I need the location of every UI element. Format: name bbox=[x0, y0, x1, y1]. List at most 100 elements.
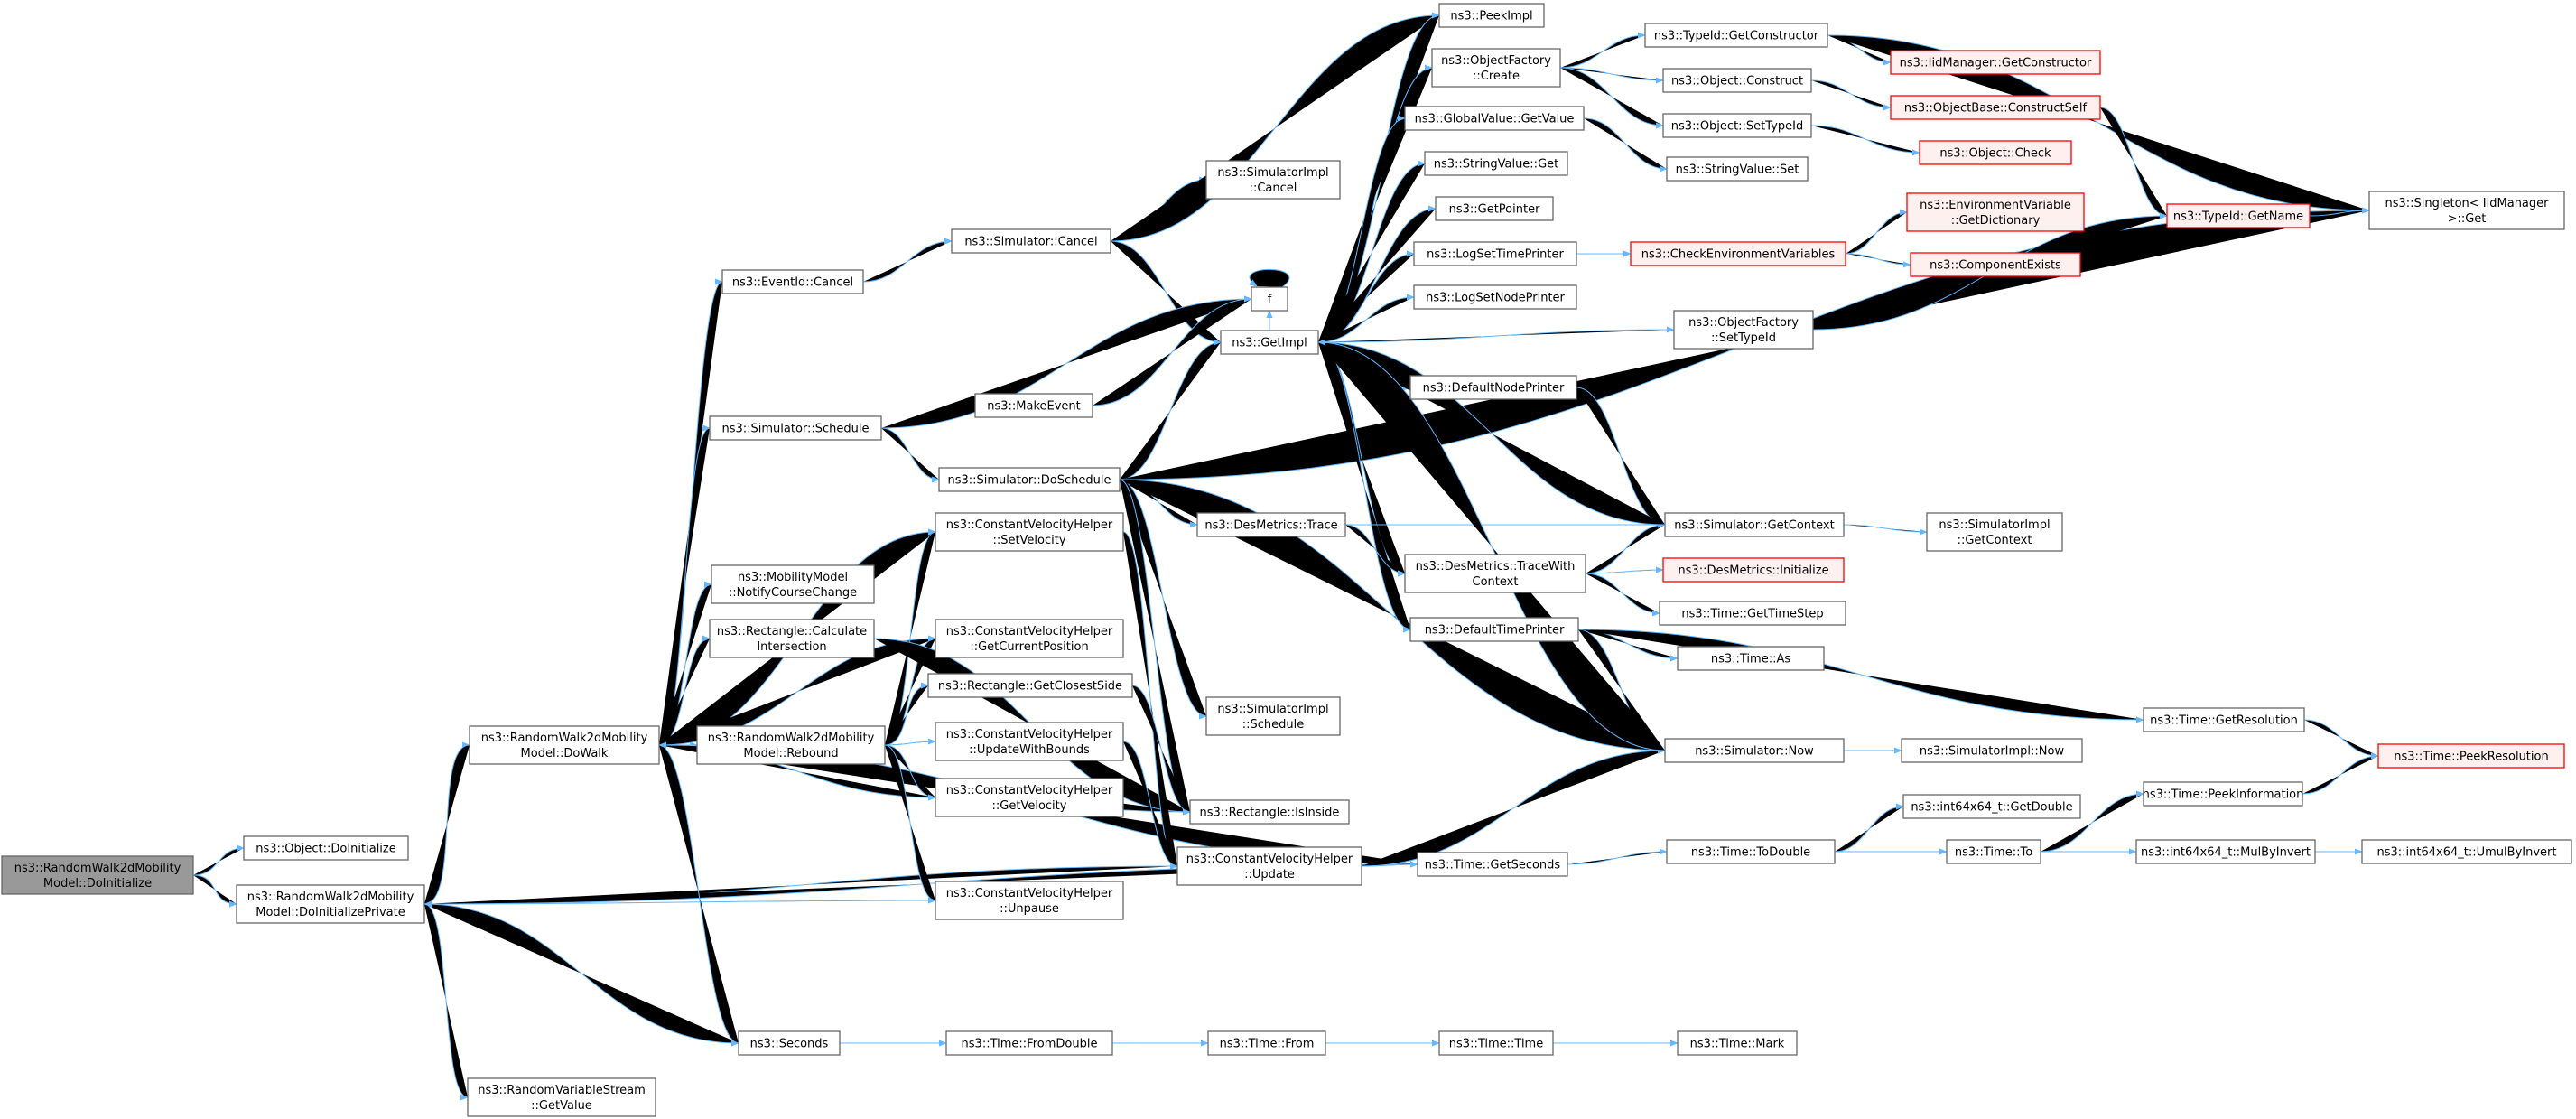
node-typeid-getname[interactable]: ns3::TypeId::GetName bbox=[2166, 203, 2311, 228]
node-box bbox=[1404, 106, 1585, 131]
node-typeid-getctor[interactable]: ns3::TypeId::GetConstructor bbox=[1644, 23, 1828, 48]
node-box bbox=[1662, 557, 1845, 583]
node-label: ns3::Singleton< IidManager bbox=[2385, 197, 2549, 210]
node-simimpl-cancel[interactable]: ns3::SimulatorImpl::Cancel bbox=[1205, 160, 1341, 200]
node-eventid-cancel[interactable]: ns3::EventId::Cancel bbox=[721, 269, 864, 294]
node-sv-get[interactable]: ns3::StringValue::Get bbox=[1424, 151, 1568, 176]
node-i64-mulbyinv[interactable]: ns3::int64x64_t::MulByInvert bbox=[2135, 839, 2316, 864]
edge-cvh-updbounds-to-cvh-update bbox=[1122, 741, 1178, 870]
node-box bbox=[1662, 113, 1812, 138]
node-getpointer[interactable]: ns3::GetPointer bbox=[1435, 196, 1554, 221]
node-sim-now[interactable]: ns3::Simulator::Now bbox=[1664, 738, 1845, 763]
node-obj-settypeid[interactable]: ns3::Object::SetTypeId bbox=[1662, 113, 1812, 138]
node-time-getres[interactable]: ns3::Time::GetResolution bbox=[2143, 707, 2305, 732]
edge-typeid-getctor-to-singleton-get bbox=[1827, 34, 2370, 214]
node-objfac-create[interactable]: ns3::ObjectFactory::Create bbox=[1431, 48, 1561, 88]
node-rect-isinside[interactable]: ns3::Rectangle::IsInside bbox=[1189, 799, 1350, 825]
node-label: ns3::GetImpl bbox=[1232, 337, 1307, 350]
node-time-gettimestep[interactable]: ns3::Time::GetTimeStep bbox=[1659, 601, 1846, 626]
node-box bbox=[696, 725, 886, 765]
node-time-mark[interactable]: ns3::Time::Mark bbox=[1677, 1030, 1798, 1056]
node-label: ns3::ConstantVelocityHelper bbox=[946, 887, 1113, 900]
node-cvh-getvel[interactable]: ns3::ConstantVelocityHelper::GetVelocity bbox=[935, 778, 1124, 817]
node-label: ::NotifyCourseChange bbox=[729, 586, 857, 600]
node-obj-doinit[interactable]: ns3::Object::DoInitialize bbox=[243, 835, 409, 861]
edge-sim-dosched-to-sim-now bbox=[1119, 479, 1666, 754]
node-time-peekinfo[interactable]: ns3::Time::PeekInformation bbox=[2143, 781, 2304, 807]
node-desm-init[interactable]: ns3::DesMetrics::Initialize bbox=[1662, 557, 1845, 583]
node-iidmgr-getctor[interactable]: ns3::IidManager::GetConstructor bbox=[1890, 50, 2101, 75]
node-time-peekres[interactable]: ns3::Time::PeekResolution bbox=[2377, 743, 2565, 769]
node-logsettime[interactable]: ns3::LogSetTimePrinter bbox=[1413, 241, 1577, 266]
node-getimpl[interactable]: ns3::GetImpl bbox=[1220, 330, 1319, 355]
node-cvh-getpos[interactable]: ns3::ConstantVelocityHelper::GetCurrentP… bbox=[935, 619, 1124, 658]
node-obj-construct[interactable]: ns3::Object::Construct bbox=[1662, 68, 1812, 93]
edge-dowalk-to-sim-schedule bbox=[658, 424, 711, 746]
node-box bbox=[1424, 151, 1568, 176]
node-envvar-getdict[interactable]: ns3::EnvironmentVariable::GetDictionary bbox=[1906, 192, 2085, 232]
node-defnodeprinter[interactable]: ns3::DefaultNodePrinter bbox=[1409, 375, 1577, 400]
node-gv-getvalue[interactable]: ns3::GlobalValue::GetValue bbox=[1404, 106, 1585, 131]
node-objfac-settypeid[interactable]: ns3::ObjectFactory::SetTypeId bbox=[1673, 310, 1814, 350]
node-objbase-cs[interactable]: ns3::ObjectBase::ConstructSelf bbox=[1890, 95, 2101, 120]
node-i64-umulbyinv[interactable]: ns3::int64x64_t::UmulByInvert bbox=[2361, 839, 2572, 864]
node-sim-getctx[interactable]: ns3::Simulator::GetContext bbox=[1664, 512, 1845, 537]
node-label: ns3::ConstantVelocityHelper bbox=[946, 784, 1113, 797]
node-cvh-setvel[interactable]: ns3::ConstantVelocityHelper::SetVelocity bbox=[935, 512, 1124, 552]
node-time-as[interactable]: ns3::Time::As bbox=[1677, 646, 1825, 671]
node-obj-check[interactable]: ns3::Object::Check bbox=[1919, 140, 2072, 165]
node-sv-set[interactable]: ns3::StringValue::Set bbox=[1666, 156, 1809, 182]
node-simimpl-now[interactable]: ns3::SimulatorImpl::Now bbox=[1901, 738, 2083, 763]
node-singleton-get[interactable]: ns3::Singleton< IidManager >::Get bbox=[2368, 191, 2565, 230]
node-deftimeprinter[interactable]: ns3::DefaultTimePrinter bbox=[1409, 617, 1579, 642]
node-time-getseconds[interactable]: ns3::Time::GetSeconds bbox=[1417, 852, 1568, 877]
node-compexists[interactable]: ns3::ComponentExists bbox=[1910, 252, 2081, 277]
node-label: ns3::Object::DoInitialize bbox=[256, 843, 396, 856]
node-root[interactable]: ns3::RandomWalk2dMobilityModel::DoInitia… bbox=[1, 855, 194, 895]
node-checkenv[interactable]: ns3::CheckEnvironmentVariables bbox=[1630, 241, 1846, 266]
edge-eventid-cancel-to-sim-cancel bbox=[862, 238, 953, 283]
node-seconds[interactable]: ns3::Seconds bbox=[738, 1030, 841, 1056]
node-label: ns3::Rectangle::GetClosestSide bbox=[938, 680, 1122, 694]
edge-obj-settypeid-to-obj-check bbox=[1810, 125, 1920, 156]
node-time-todouble[interactable]: ns3::Time::ToDouble bbox=[1666, 839, 1836, 864]
node-label: ::GetVelocity bbox=[992, 799, 1067, 813]
node-sim-schedule[interactable]: ns3::Simulator::Schedule bbox=[709, 415, 882, 441]
node-simimpl-sched[interactable]: ns3::SimulatorImpl::Schedule bbox=[1205, 696, 1341, 736]
edge-makeevent-to-f bbox=[1092, 295, 1252, 406]
node-box bbox=[1946, 839, 2041, 864]
node-cvh-unpause[interactable]: ns3::ConstantVelocityHelper::Unpause bbox=[935, 881, 1124, 920]
node-f[interactable]: f bbox=[1251, 286, 1288, 312]
node-rvs-getvalue[interactable]: ns3::RandomVariableStream::GetValue bbox=[467, 1077, 656, 1117]
node-time-time[interactable]: ns3::Time::Time bbox=[1438, 1030, 1554, 1056]
node-desm-trace[interactable]: ns3::DesMetrics::Trace bbox=[1196, 512, 1346, 537]
edge-sim-cancel-to-peekimpl bbox=[1110, 12, 1440, 242]
node-simimpl-getctx[interactable]: ns3::SimulatorImpl::GetContext bbox=[1926, 512, 2063, 552]
node-cvh-update[interactable]: ns3::ConstantVelocityHelper::Update bbox=[1176, 846, 1362, 886]
node-peekimpl[interactable]: ns3::PeekImpl bbox=[1438, 3, 1545, 28]
node-sim-cancel[interactable]: ns3::Simulator::Cancel bbox=[951, 228, 1111, 254]
node-notify[interactable]: ns3::MobilityModel::NotifyCourseChange bbox=[711, 564, 875, 604]
node-cvh-updbounds[interactable]: ns3::ConstantVelocityHelper::UpdateWithB… bbox=[935, 722, 1124, 761]
node-label: ns3::IidManager::GetConstructor bbox=[1900, 57, 2092, 70]
node-i64-getdouble[interactable]: ns3::int64x64_t::GetDouble bbox=[1902, 794, 2081, 819]
node-time-from[interactable]: ns3::Time::From bbox=[1207, 1030, 1326, 1056]
node-logsetnode[interactable]: ns3::LogSetNodePrinter bbox=[1413, 284, 1577, 310]
node-sim-dosched[interactable]: ns3::Simulator::DoSchedule bbox=[938, 467, 1121, 492]
node-label: ns3::DefaultNodePrinter bbox=[1423, 382, 1565, 396]
node-label: ns3::Simulator::DoSchedule bbox=[947, 474, 1111, 488]
node-box bbox=[1205, 160, 1341, 200]
node-box bbox=[1666, 839, 1836, 864]
node-rect-closest[interactable]: ns3::Rectangle::GetClosestSide bbox=[927, 673, 1133, 698]
node-box bbox=[236, 884, 425, 924]
node-box bbox=[1, 855, 194, 895]
node-time-to[interactable]: ns3::Time::To bbox=[1946, 839, 2041, 864]
node-label: ns3::ObjectFactory bbox=[1688, 316, 1799, 330]
node-time-fromdouble[interactable]: ns3::Time::FromDouble bbox=[945, 1030, 1113, 1056]
node-makeevent[interactable]: ns3::MakeEvent bbox=[974, 393, 1093, 418]
node-doinitpriv[interactable]: ns3::RandomWalk2dMobilityModel::DoInitia… bbox=[236, 884, 425, 924]
